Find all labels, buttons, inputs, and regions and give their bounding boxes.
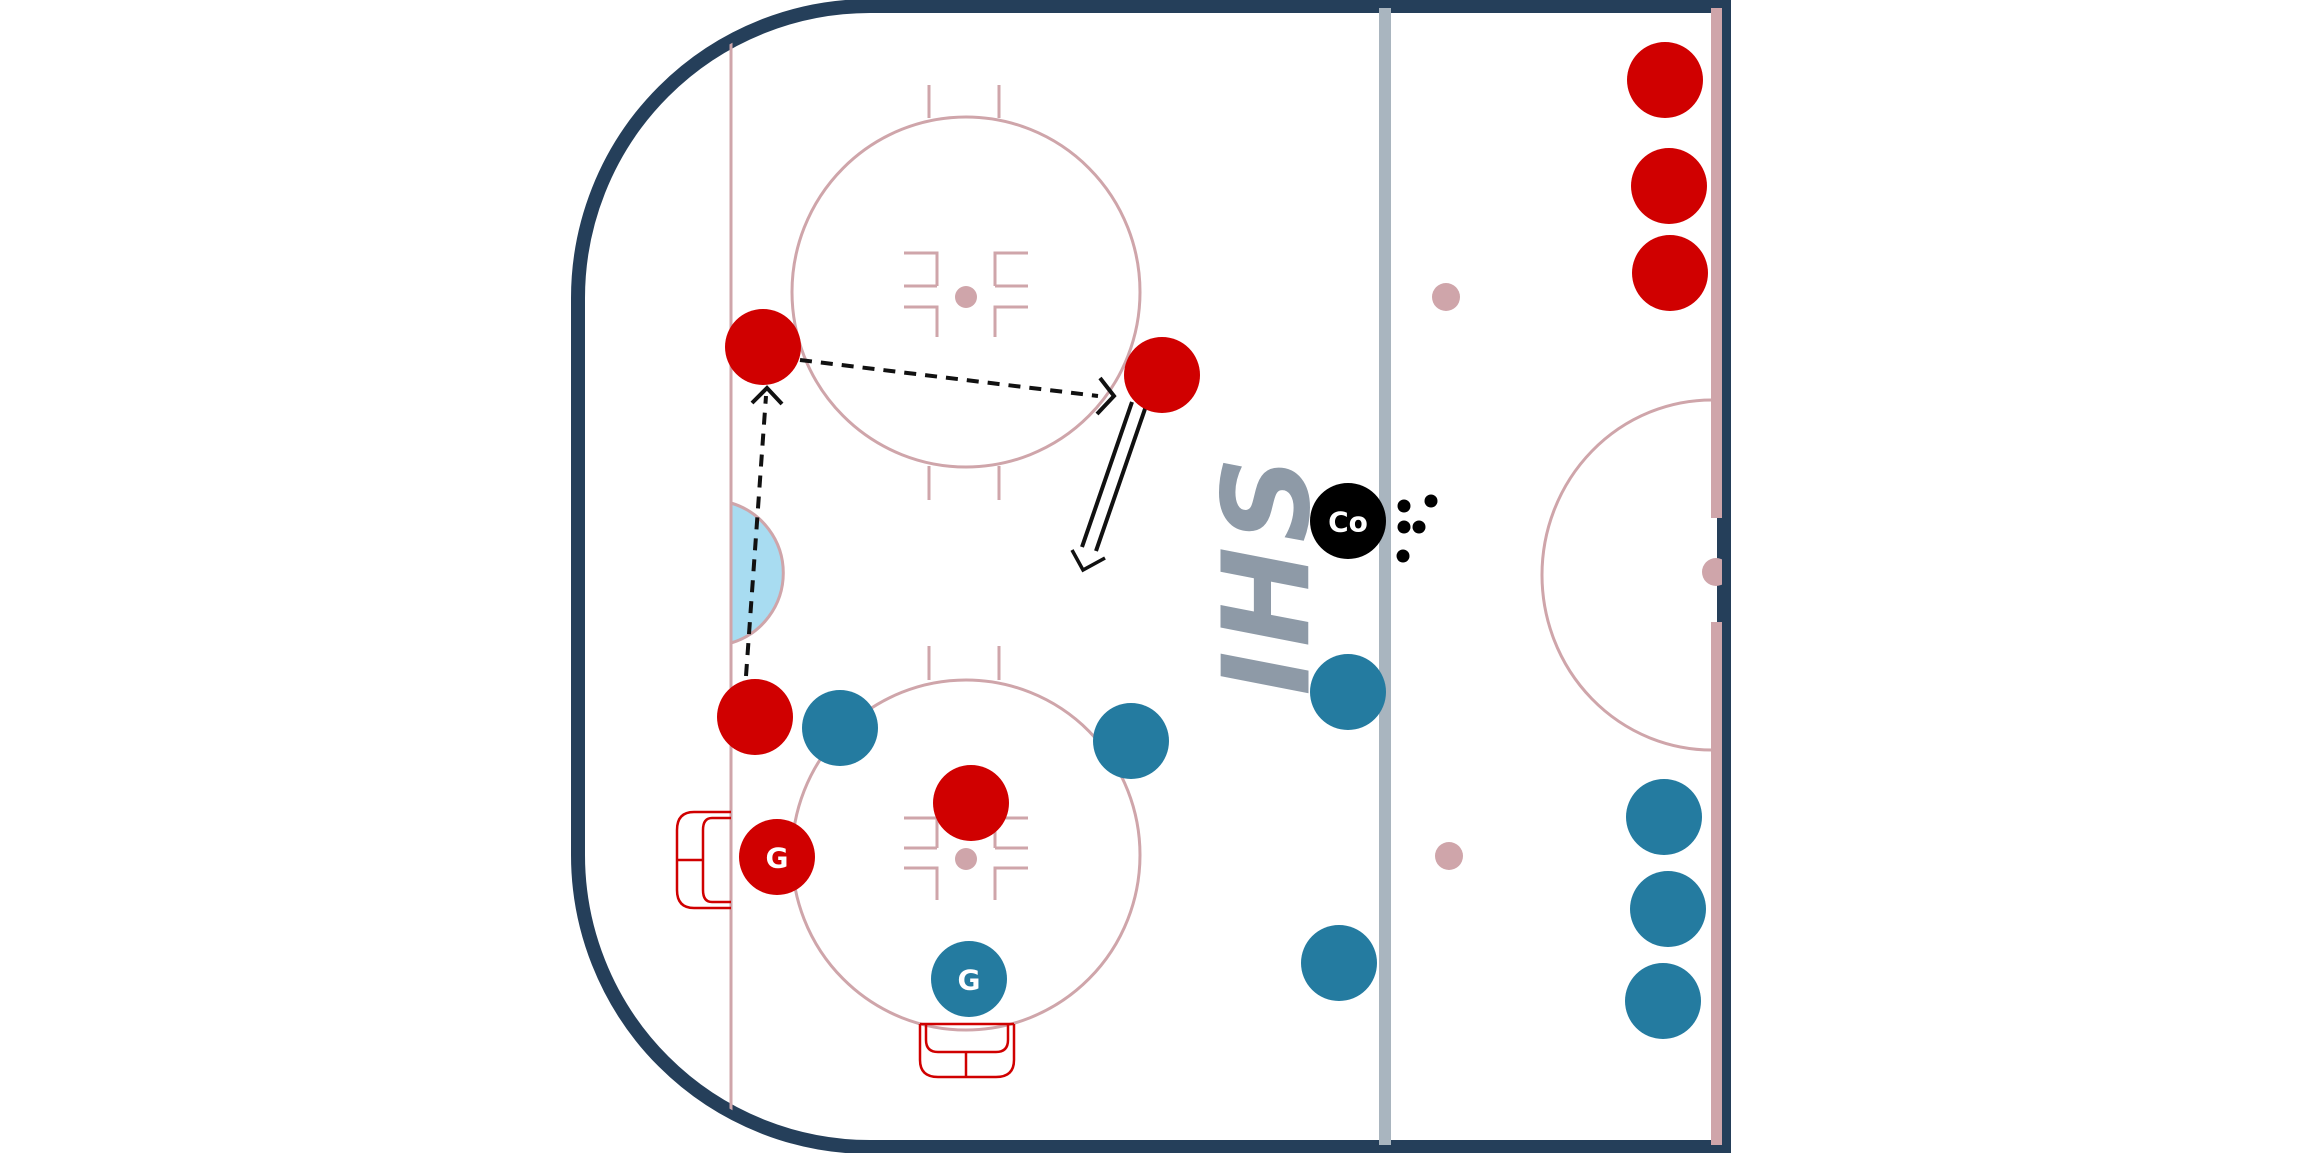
puck[interactable] bbox=[1397, 520, 1411, 534]
blue-goalie[interactable]: G bbox=[931, 941, 1007, 1017]
puck[interactable] bbox=[1397, 499, 1411, 513]
pucks bbox=[1396, 494, 1438, 563]
pass-arrow-up-head bbox=[750, 385, 784, 406]
net-left bbox=[675, 810, 731, 910]
blue-line bbox=[1379, 8, 1391, 1145]
puck[interactable] bbox=[1424, 494, 1438, 508]
net-bottom bbox=[918, 1022, 1016, 1079]
skate-backward-head bbox=[1070, 549, 1106, 573]
ihs-watermark: IHS bbox=[1199, 452, 1338, 696]
pass-arrow-right-head bbox=[1095, 376, 1117, 416]
red-player[interactable] bbox=[1631, 148, 1707, 224]
red-goalie-label: G bbox=[766, 842, 789, 875]
red-player[interactable] bbox=[1627, 42, 1703, 118]
red-player[interactable] bbox=[725, 309, 801, 385]
center-red-line-top bbox=[1711, 8, 1722, 518]
puck[interactable] bbox=[1396, 549, 1410, 563]
red-player[interactable] bbox=[1632, 235, 1708, 311]
blue-player[interactable] bbox=[1625, 963, 1701, 1039]
blue-player[interactable] bbox=[1093, 703, 1169, 779]
red-player[interactable] bbox=[933, 765, 1009, 841]
blue-goalie-label: G bbox=[958, 964, 981, 997]
blue-team bbox=[802, 654, 1706, 1039]
center-faceoff-dot bbox=[1702, 558, 1722, 586]
action-lines bbox=[744, 358, 1148, 677]
skate-backward-line-2 bbox=[1094, 405, 1148, 552]
pass-arrow-right bbox=[799, 358, 1099, 398]
coach-label: Co bbox=[1328, 506, 1368, 539]
goal-crease bbox=[729, 500, 785, 646]
pass-arrow-up bbox=[744, 395, 768, 677]
neutral-faceoff-dot-bottom bbox=[1435, 842, 1463, 870]
red-player[interactable] bbox=[717, 679, 793, 755]
blue-player[interactable] bbox=[1301, 925, 1377, 1001]
red-team bbox=[717, 42, 1708, 841]
blue-player[interactable] bbox=[1626, 779, 1702, 855]
watermark-text: IHS bbox=[1199, 452, 1338, 696]
coach[interactable]: Co bbox=[1310, 483, 1386, 559]
blue-player[interactable] bbox=[802, 690, 878, 766]
neutral-faceoff-dot-top bbox=[1432, 283, 1460, 311]
blue-player[interactable] bbox=[1310, 654, 1386, 730]
skate-backward-line-1 bbox=[1080, 401, 1134, 548]
faceoff-circle-top bbox=[790, 85, 1142, 500]
center-red-line-bottom bbox=[1711, 622, 1722, 1145]
puck[interactable] bbox=[1412, 520, 1426, 534]
blue-player[interactable] bbox=[1630, 871, 1706, 947]
red-player[interactable] bbox=[1124, 337, 1200, 413]
center-circle bbox=[1540, 398, 1713, 752]
red-goalie[interactable]: G bbox=[739, 819, 815, 895]
